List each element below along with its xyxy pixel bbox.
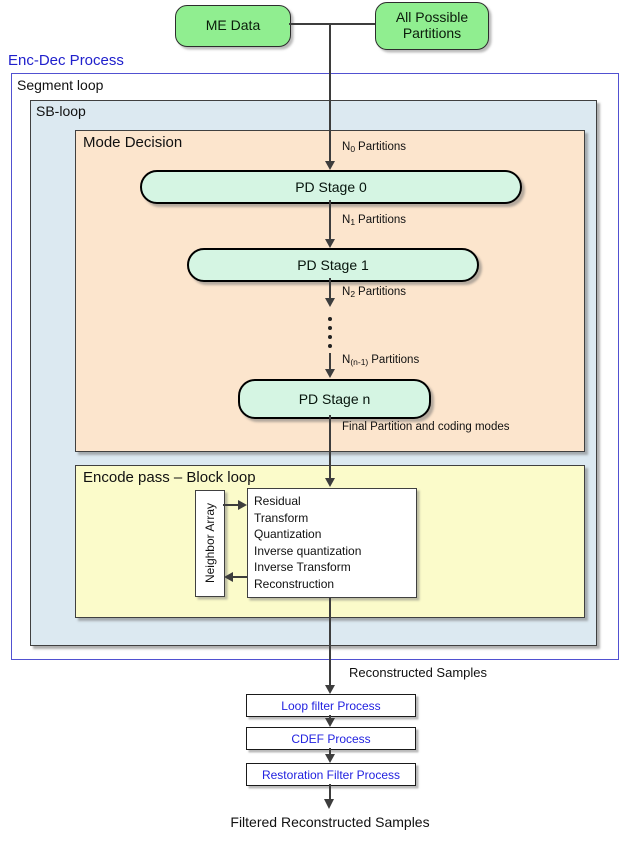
loop-filter-process-label: Loop filter Process [281, 698, 381, 713]
mode-decision-title: Mode Decision [83, 134, 183, 151]
na-to-steps-line [223, 504, 239, 506]
step-transform: Transform [254, 510, 309, 525]
neighbor-array-node: Neighbor Array [195, 490, 225, 597]
step-inverse-transform: Inverse Transform [254, 560, 351, 574]
pd-stage-0-label: PD Stage 0 [295, 179, 367, 195]
flow-line-dots-pdn [329, 353, 331, 370]
coding-steps-node: Residual Transform Quantization Inverse … [247, 488, 417, 598]
enc-dec-process-title: Enc-Dec Process [8, 52, 124, 69]
flow-line-pd1-dots [329, 278, 331, 300]
filtered-output-label: Filtered Reconstructed Samples [230, 814, 430, 830]
segment-loop-label: Segment loop [17, 77, 104, 93]
steps-to-na-line [232, 576, 247, 578]
step-quantization: Quantization [254, 527, 322, 541]
sb-loop-label: SB-loop [36, 103, 86, 119]
partition-count-label-n1: N(n-1)Partitions [342, 354, 420, 367]
flow-line-input [329, 24, 331, 161]
restoration-filter-process-node: Restoration Filter Process [246, 763, 416, 786]
neighbor-array-label: Neighbor Array [203, 503, 217, 584]
arrowhead-into-pd1-icon [325, 239, 335, 248]
arrowhead-into-cdef-icon [325, 718, 335, 727]
pd-stage-n-node: PD Stage n [238, 379, 431, 419]
flow-line-cdef-restoration [329, 748, 331, 755]
arrowhead-na-to-steps-icon [238, 500, 247, 510]
step-residual: Residual [254, 494, 301, 508]
arrowhead-into-loopfilter-icon [325, 685, 335, 694]
arrowhead-steps-to-na-icon [224, 572, 233, 582]
pd-stage-0-node: PD Stage 0 [140, 170, 522, 204]
cdef-process-label: CDEF Process [291, 731, 371, 746]
arrowhead-after-pd1-icon [325, 298, 335, 307]
step-inverse-quantization: Inverse quantization [254, 543, 362, 558]
flow-line-pdn-encode [329, 415, 331, 479]
ellipsis-dot [328, 335, 332, 339]
all-possible-partitions-node: All Possible Partitions [375, 2, 489, 50]
flow-line-output [329, 784, 331, 800]
cdef-process-node: CDEF Process [246, 727, 416, 750]
me-data-node: ME Data [175, 5, 291, 47]
final-partition-label: Final Partition and coding modes [342, 421, 510, 433]
arrowhead-into-pd0-icon [325, 161, 335, 170]
pd-stage-1-label: PD Stage 1 [297, 257, 369, 273]
reconstructed-samples-label: Reconstructed Samples [349, 665, 488, 680]
arrowhead-into-restoration-icon [325, 754, 335, 763]
me-data-label: ME Data [205, 17, 261, 34]
flow-line-loopfilter-cdef [329, 715, 331, 720]
pd-stage-1-node: PD Stage 1 [187, 248, 479, 282]
ellipsis-dot [328, 317, 332, 321]
ellipsis-dot [328, 326, 332, 330]
all-possible-partitions-label: All Possible Partitions [395, 9, 469, 41]
flow-line-pd0-pd1 [329, 200, 331, 240]
step-reconstruction: Reconstruction [254, 576, 335, 591]
loop-filter-process-node: Loop filter Process [246, 694, 416, 717]
source-connector-line [289, 23, 375, 25]
encode-pass-title: Encode pass – Block loop [83, 469, 256, 486]
arrowhead-into-encode-icon [325, 478, 335, 487]
arrowhead-into-pdn-icon [325, 369, 335, 378]
pd-stage-n-label: PD Stage n [298, 391, 371, 407]
restoration-filter-process-label: Restoration Filter Process [261, 767, 401, 782]
flow-line-encode-loopfilter [329, 598, 331, 686]
arrowhead-output-icon [324, 799, 334, 809]
ellipsis-dot [328, 344, 332, 348]
